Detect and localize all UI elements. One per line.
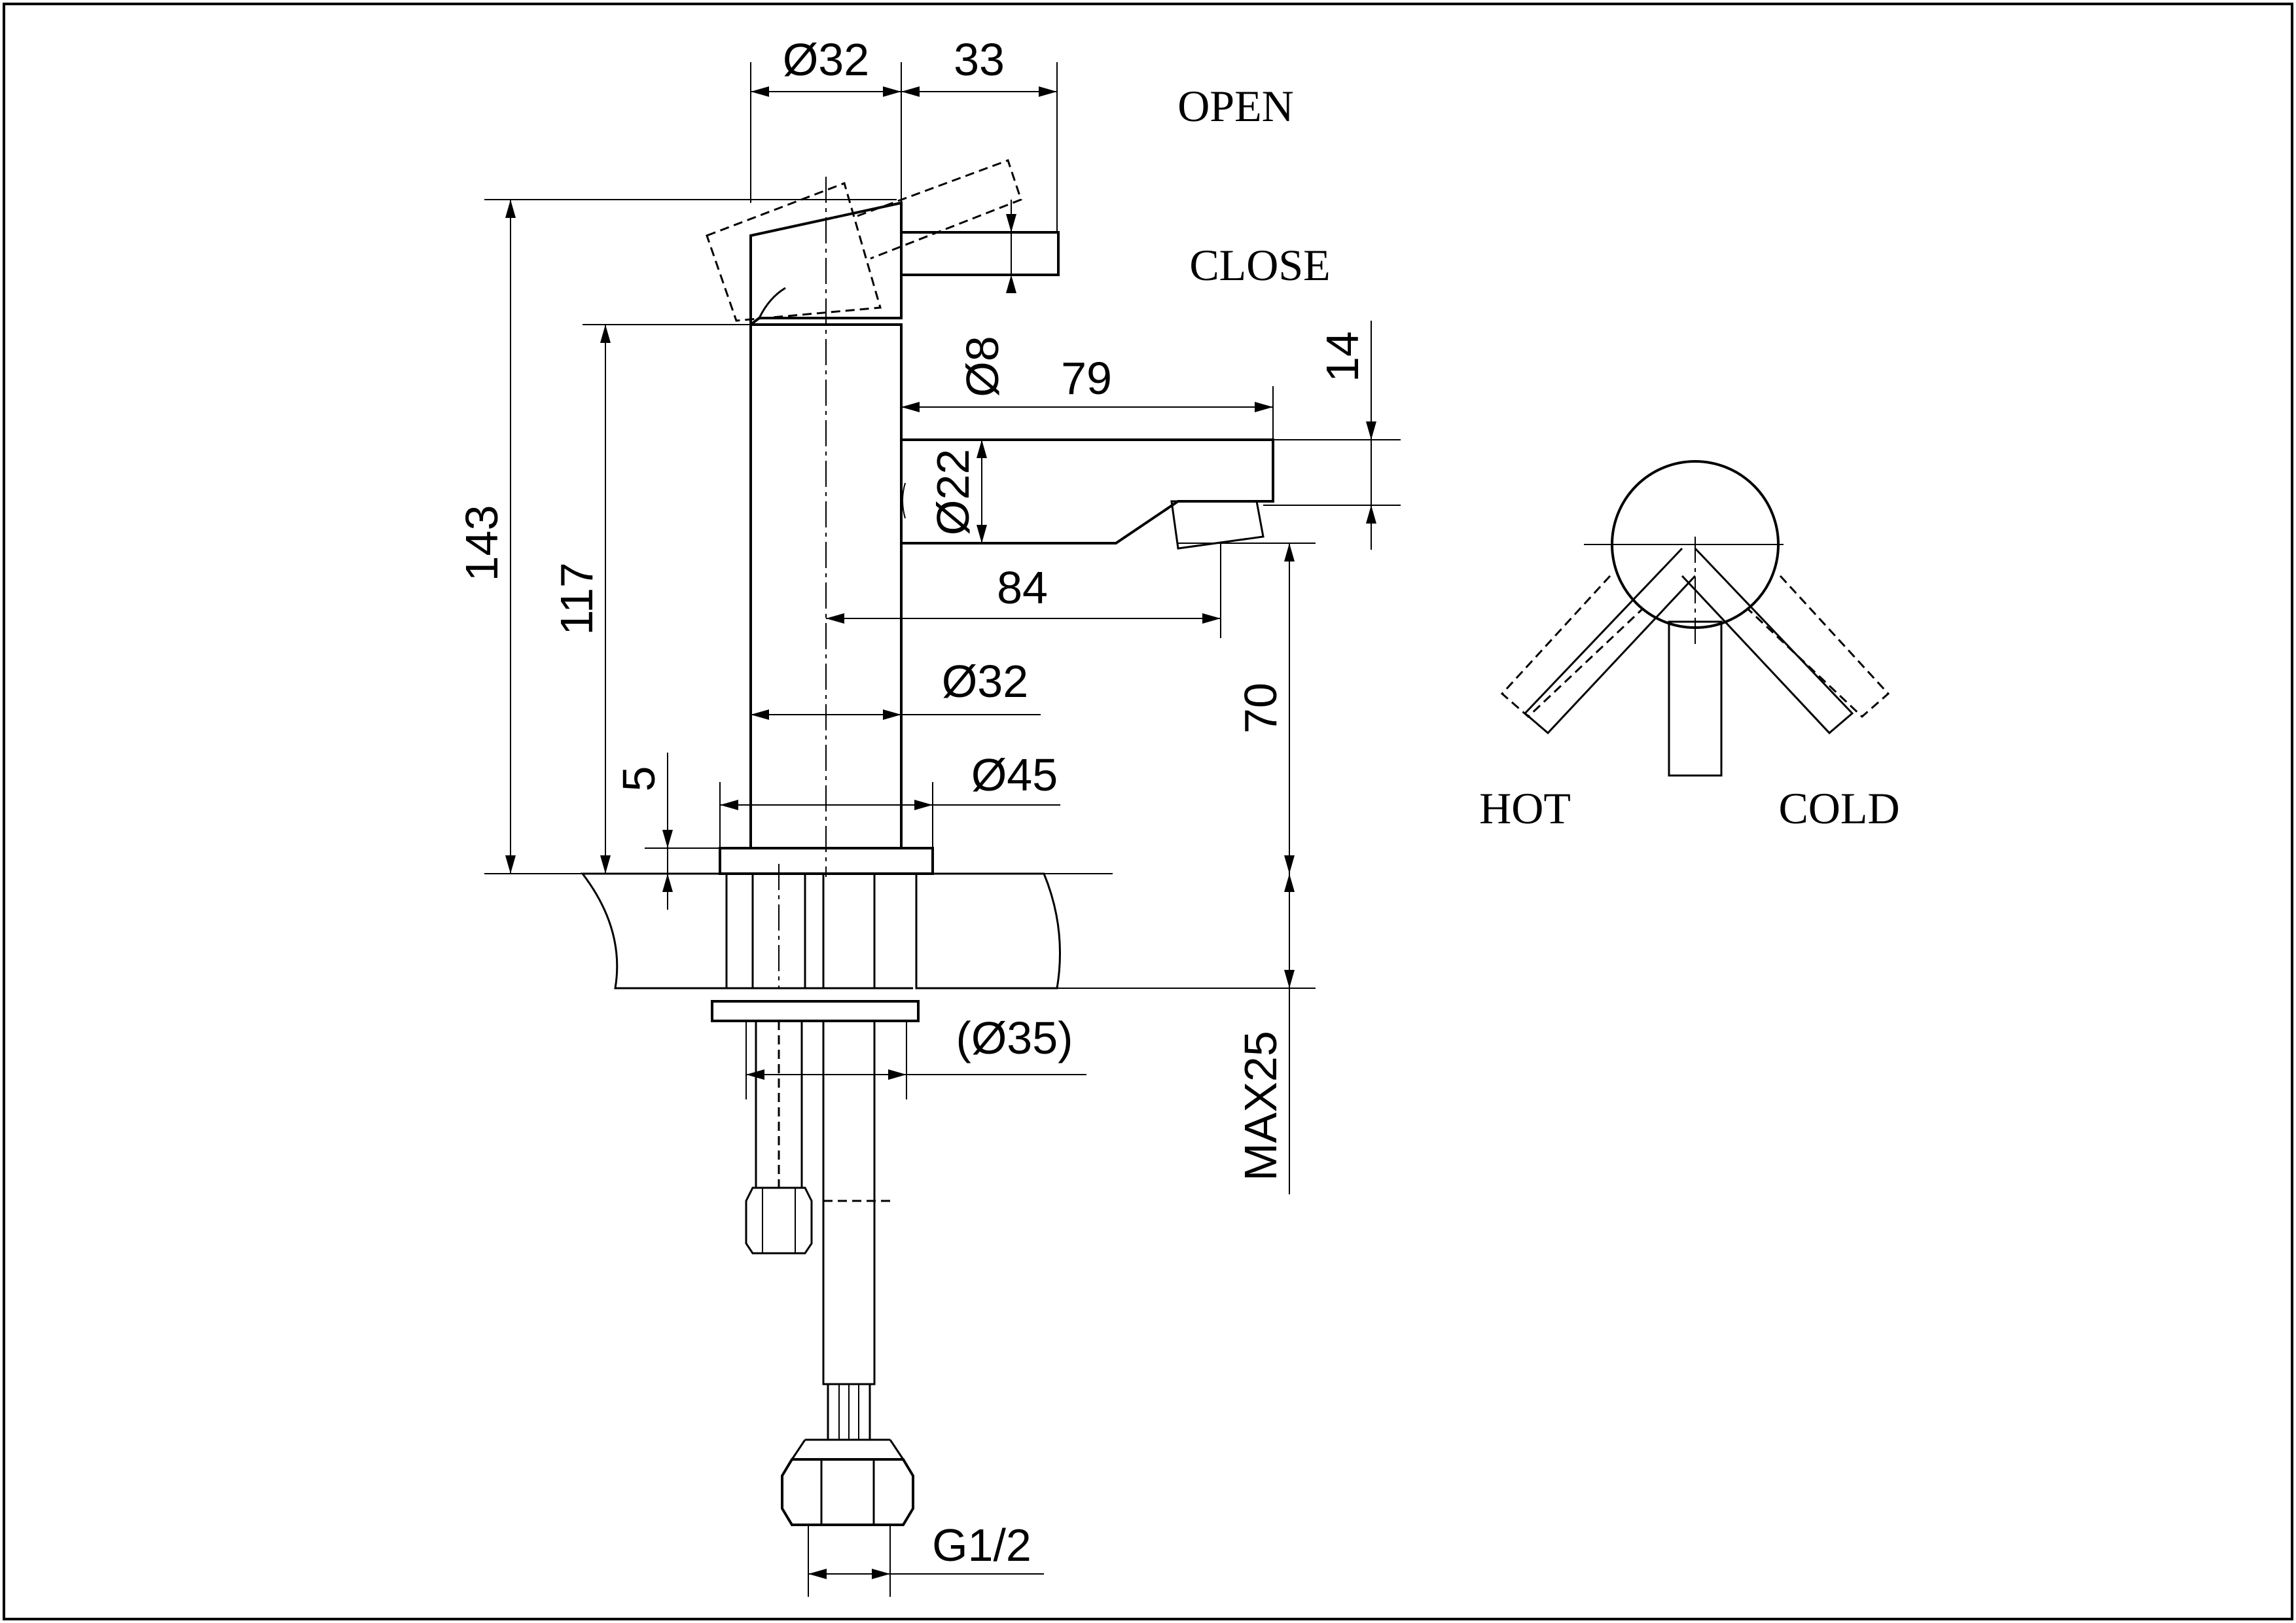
label-open: OPEN: [1177, 81, 1294, 131]
dim-d70: 70: [1235, 683, 1286, 734]
dim-d45: Ø45: [971, 749, 1058, 800]
label-hot: HOT: [1479, 783, 1571, 833]
label-cold: COLD: [1778, 783, 1899, 833]
dim-d84: 84: [997, 562, 1048, 613]
label-close: CLOSE: [1189, 240, 1330, 290]
dimension-lines: [484, 62, 1401, 1597]
handle-position-diagram: [1500, 460, 1890, 777]
dimension-text: Ø32 33 143 117 Ø8 79 14 Ø22 84 Ø32 70 5 …: [456, 34, 1368, 1571]
dim-g12: G1/2: [932, 1520, 1031, 1571]
drawing-frame: [3, 3, 2293, 1620]
under-counter-fixings: [711, 864, 920, 1526]
dim-d143: 143: [456, 505, 507, 582]
dim-d32-top: Ø32: [783, 34, 869, 85]
dim-d22: Ø22: [927, 449, 978, 535]
countertop-section: [580, 872, 1061, 990]
dim-d5: 5: [613, 766, 664, 792]
position-labels: OPEN CLOSE HOT COLD: [1177, 81, 1899, 833]
dim-d32-body: Ø32: [942, 656, 1028, 707]
dim-d8: Ø8: [957, 336, 1008, 397]
dim-max25: MAX25: [1235, 1031, 1286, 1181]
dim-d117: 117: [551, 562, 602, 635]
dim-d33: 33: [954, 34, 1005, 85]
dim-d79: 79: [1061, 353, 1112, 404]
dim-d14: 14: [1317, 331, 1368, 382]
dim-d35: (Ø35): [956, 1012, 1073, 1063]
